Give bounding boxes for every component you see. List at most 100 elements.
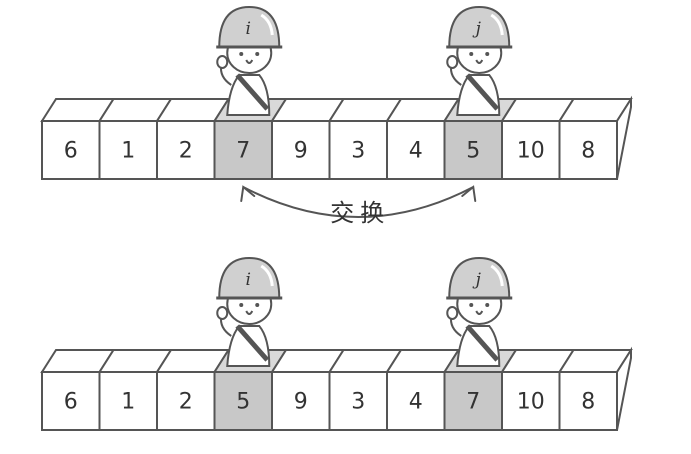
array-cell: 7 xyxy=(443,371,503,431)
swap-indicator: 交换 xyxy=(240,185,477,227)
swap-arrowhead-left xyxy=(240,185,256,202)
pointer-label-j: j xyxy=(472,19,482,39)
cell-front-face xyxy=(41,371,101,431)
array-cell: 10 xyxy=(501,120,561,180)
cell-value: 10 xyxy=(517,139,545,164)
character-sash xyxy=(235,73,270,111)
cell-front-face xyxy=(156,120,216,180)
array-cell: 1 xyxy=(98,120,158,180)
cell-value: 2 xyxy=(179,390,193,415)
cell-value: 1 xyxy=(121,139,135,164)
cell-value: 5 xyxy=(236,390,250,415)
array-cell: 3 xyxy=(328,371,388,431)
cell-value: 4 xyxy=(409,139,423,164)
helmet-shine xyxy=(260,13,274,36)
cell-value: 10 xyxy=(517,390,545,415)
array-cell: 5 xyxy=(443,120,503,180)
character-mouth xyxy=(475,310,484,315)
cell-front-face xyxy=(271,371,331,431)
character-eye-left xyxy=(469,303,474,307)
cell-front-face xyxy=(386,120,446,180)
cell-value: 5 xyxy=(466,139,480,164)
pointer-j-character: j xyxy=(446,256,513,367)
character-body xyxy=(226,74,271,116)
character-hand xyxy=(446,306,459,320)
pointer-i-character: i xyxy=(216,256,283,367)
cell-front-face xyxy=(501,120,561,180)
cell-value: 3 xyxy=(351,139,365,164)
helmet-shine xyxy=(490,13,504,36)
array-cell: 9 xyxy=(271,371,331,431)
cell-value: 6 xyxy=(64,390,78,415)
character-body xyxy=(456,325,501,367)
array-cell: 8 xyxy=(558,120,618,180)
cell-front-face xyxy=(558,120,618,180)
cell-front-face xyxy=(328,371,388,431)
character-eye-right xyxy=(255,52,260,56)
cell-value: 1 xyxy=(121,390,135,415)
cell-value: 9 xyxy=(294,139,308,164)
character-eye-right xyxy=(255,303,260,307)
array-cell: 6 xyxy=(41,120,101,180)
cell-front-face xyxy=(213,371,273,431)
array-cell: 1 xyxy=(98,371,158,431)
cell-front-face xyxy=(328,120,388,180)
array-cell: 4 xyxy=(386,371,446,431)
cell-front-face xyxy=(558,371,618,431)
character-eye-left xyxy=(469,52,474,56)
pointer-label-j: j xyxy=(472,270,482,290)
cell-value: 3 xyxy=(351,390,365,415)
cell-value: 7 xyxy=(236,139,250,164)
swap-arrow xyxy=(242,186,474,218)
array-row-before-swap: i j 6 1 2 7 9 3 4 5 10 8 xyxy=(40,5,633,180)
array-cell: 3 xyxy=(328,120,388,180)
character-eye-right xyxy=(485,52,490,56)
character-eye-left xyxy=(239,303,244,307)
pointer-j-character: j xyxy=(446,5,513,116)
character-mouth xyxy=(475,59,484,64)
character-sash xyxy=(235,324,270,362)
cell-front-face xyxy=(98,371,158,431)
array-cell: 9 xyxy=(271,120,331,180)
helmet-shine xyxy=(260,264,274,287)
character-eye-right xyxy=(485,303,490,307)
cell-value: 8 xyxy=(581,139,595,164)
array-cell: 2 xyxy=(156,371,216,431)
character-hand xyxy=(216,306,229,320)
character-mouth xyxy=(245,59,254,64)
cell-front-face xyxy=(443,120,503,180)
character-body xyxy=(226,325,271,367)
pointer-i-character: i xyxy=(216,5,283,116)
pointer-label-i: i xyxy=(246,270,251,290)
array-cell: 10 xyxy=(501,371,561,431)
helmet-shine xyxy=(490,264,504,287)
swap-arrowhead-right xyxy=(461,185,477,202)
cell-front-face xyxy=(271,120,331,180)
cell-value: 9 xyxy=(294,390,308,415)
cell-value: 7 xyxy=(466,390,480,415)
array-cell: 5 xyxy=(213,371,273,431)
cell-front-face xyxy=(443,371,503,431)
character-hand xyxy=(446,55,459,69)
character-eye-left xyxy=(239,52,244,56)
cell-value: 6 xyxy=(64,139,78,164)
cell-front-face xyxy=(98,120,158,180)
cell-value: 8 xyxy=(581,390,595,415)
cell-front-face xyxy=(41,120,101,180)
cell-front-face xyxy=(156,371,216,431)
cell-value: 4 xyxy=(409,390,423,415)
cell-front-face xyxy=(501,371,561,431)
character-sash xyxy=(465,324,500,362)
swap-label: 交换 xyxy=(330,199,390,227)
cell-value: 2 xyxy=(179,139,193,164)
array-cell: 6 xyxy=(41,371,101,431)
character-sash xyxy=(465,73,500,111)
character-hand xyxy=(216,55,229,69)
array-row-after-swap: i j 6 1 2 5 9 3 4 7 10 8 xyxy=(40,256,633,431)
array-cell: 8 xyxy=(558,371,618,431)
array-cell: 4 xyxy=(386,120,446,180)
array-cell: 2 xyxy=(156,120,216,180)
character-mouth xyxy=(245,310,254,315)
pointer-label-i: i xyxy=(246,19,251,39)
